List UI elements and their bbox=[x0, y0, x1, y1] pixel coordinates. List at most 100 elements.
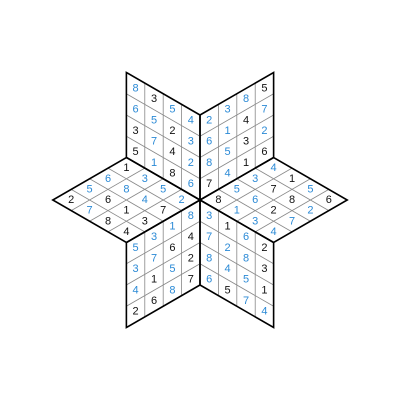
sudoku-cell-r5-3-3[interactable]: 6 bbox=[105, 194, 111, 206]
sudoku-cell-r5-3-1[interactable]: 3 bbox=[142, 215, 148, 227]
sudoku-cell-r3-3-2[interactable]: 8 bbox=[243, 252, 249, 264]
sudoku-cell-r1-2-4[interactable]: 2 bbox=[261, 125, 267, 137]
sudoku-cell-r2-4-4[interactable]: 6 bbox=[326, 194, 332, 206]
sudoku-cell-r4-4-3[interactable]: 6 bbox=[151, 295, 157, 307]
sudoku-cell-r1-1-3[interactable]: 1 bbox=[243, 157, 249, 169]
sudoku-cell-r2-1-2[interactable]: 1 bbox=[234, 205, 240, 217]
sudoku-cell-r3-1-3[interactable]: 8 bbox=[206, 252, 212, 264]
sudoku-cell-r2-1-4[interactable]: 4 bbox=[271, 226, 277, 238]
sudoku-cell-r4-3-1[interactable]: 2 bbox=[188, 252, 194, 264]
sudoku-cell-r6-1-3[interactable]: 3 bbox=[188, 136, 194, 148]
sudoku-cell-r1-2-2[interactable]: 5 bbox=[225, 146, 231, 158]
sudoku-cell-r2-2-4[interactable]: 7 bbox=[289, 215, 295, 227]
sudoku-cell-r6-3-3[interactable]: 5 bbox=[151, 114, 157, 126]
sudoku-cell-r1-4-2[interactable]: 3 bbox=[225, 104, 231, 116]
sudoku-cell-r6-1-2[interactable]: 2 bbox=[188, 157, 194, 169]
sudoku-cell-r6-3-1[interactable]: 1 bbox=[151, 157, 157, 169]
sudoku-cell-r2-4-3[interactable]: 5 bbox=[307, 183, 313, 195]
sudoku-cell-r1-2-1[interactable]: 8 bbox=[206, 157, 212, 169]
sudoku-cell-r3-2-2[interactable]: 2 bbox=[225, 242, 231, 254]
sudoku-cell-r4-1-4[interactable]: 5 bbox=[133, 242, 139, 254]
sudoku-cell-r6-1-4[interactable]: 4 bbox=[188, 114, 194, 126]
sudoku-cell-r5-4-3[interactable]: 7 bbox=[87, 205, 93, 217]
sudoku-cell-r1-3-3[interactable]: 4 bbox=[243, 114, 249, 126]
sudoku-cell-r6-4-3[interactable]: 6 bbox=[133, 104, 139, 116]
sudoku-cell-r2-3-1[interactable]: 3 bbox=[252, 173, 258, 185]
sudoku-cell-r3-2-3[interactable]: 4 bbox=[225, 263, 231, 275]
sudoku-cell-r5-1-3[interactable]: 3 bbox=[142, 173, 148, 185]
sudoku-cell-r1-4-4[interactable]: 5 bbox=[261, 82, 267, 94]
sudoku-cell-r5-1-4[interactable]: 1 bbox=[123, 162, 129, 174]
sudoku-cell-r4-2-2[interactable]: 6 bbox=[169, 242, 175, 254]
sudoku-cell-r5-4-2[interactable]: 8 bbox=[105, 215, 111, 227]
sudoku-cell-r6-2-3[interactable]: 2 bbox=[169, 125, 175, 137]
sudoku-cell-r2-3-2[interactable]: 7 bbox=[271, 183, 277, 195]
sudoku-cell-r1-4-1[interactable]: 2 bbox=[206, 114, 212, 126]
sudoku-cell-r5-2-4[interactable]: 6 bbox=[105, 173, 111, 185]
sudoku-cell-r4-4-1[interactable]: 7 bbox=[188, 274, 194, 286]
sudoku-cell-r2-4-2[interactable]: 1 bbox=[289, 173, 295, 185]
sudoku-cell-r4-2-3[interactable]: 7 bbox=[151, 252, 157, 264]
sudoku-cell-r6-4-4[interactable]: 8 bbox=[133, 82, 139, 94]
sudoku-cell-r3-4-2[interactable]: 3 bbox=[261, 263, 267, 275]
sudoku-cell-r4-1-3[interactable]: 3 bbox=[151, 231, 157, 243]
sudoku-cell-r2-1-1[interactable]: 8 bbox=[215, 194, 221, 206]
sudoku-cell-r6-1-1[interactable]: 6 bbox=[188, 178, 194, 190]
sudoku-cell-r3-4-3[interactable]: 1 bbox=[261, 284, 267, 296]
sudoku-cell-r4-1-2[interactable]: 1 bbox=[169, 221, 175, 233]
sudoku-cell-r4-4-2[interactable]: 8 bbox=[169, 284, 175, 296]
sudoku-cell-r2-2-2[interactable]: 6 bbox=[252, 194, 258, 206]
sudoku-cell-r3-4-4[interactable]: 4 bbox=[261, 306, 267, 318]
sudoku-cell-r5-2-3[interactable]: 8 bbox=[123, 183, 129, 195]
sudoku-cell-r6-3-4[interactable]: 3 bbox=[151, 93, 157, 105]
sudoku-cell-r3-4-1[interactable]: 2 bbox=[261, 242, 267, 254]
sudoku-cell-r3-3-1[interactable]: 6 bbox=[243, 231, 249, 243]
sudoku-cell-r5-2-1[interactable]: 7 bbox=[160, 205, 166, 217]
sudoku-cell-r4-2-1[interactable]: 4 bbox=[188, 231, 194, 243]
sudoku-cell-r4-3-4[interactable]: 4 bbox=[133, 284, 139, 296]
sudoku-cell-r1-1-2[interactable]: 4 bbox=[225, 167, 231, 179]
sudoku-cell-r5-1-1[interactable]: 2 bbox=[179, 194, 185, 206]
sudoku-cell-r1-1-1[interactable]: 7 bbox=[206, 178, 212, 190]
sudoku-cell-r5-1-2[interactable]: 5 bbox=[160, 183, 166, 195]
sudoku-cell-r2-2-1[interactable]: 5 bbox=[234, 183, 240, 195]
sudoku-cell-r1-3-2[interactable]: 1 bbox=[225, 125, 231, 137]
sudoku-cell-r4-3-2[interactable]: 5 bbox=[169, 263, 175, 275]
sudoku-cell-r3-2-4[interactable]: 5 bbox=[225, 284, 231, 296]
sudoku-cell-r1-3-1[interactable]: 6 bbox=[206, 136, 212, 148]
sudoku-cell-r5-4-1[interactable]: 4 bbox=[123, 226, 129, 238]
grid-line bbox=[236, 178, 311, 222]
sudoku-cell-r4-2-4[interactable]: 3 bbox=[133, 263, 139, 275]
sudoku-cell-r3-1-1[interactable]: 3 bbox=[206, 210, 212, 222]
sudoku-cell-r1-4-3[interactable]: 8 bbox=[243, 93, 249, 105]
sudoku-cell-r2-3-4[interactable]: 2 bbox=[307, 205, 313, 217]
sudoku-cell-r6-2-4[interactable]: 5 bbox=[169, 104, 175, 116]
sudoku-cell-r4-4-4[interactable]: 2 bbox=[133, 306, 139, 318]
sudoku-cell-r2-1-3[interactable]: 3 bbox=[252, 215, 258, 227]
sudoku-cell-r6-3-2[interactable]: 7 bbox=[151, 136, 157, 148]
sudoku-cell-r2-2-3[interactable]: 2 bbox=[271, 205, 277, 217]
sudoku-cell-r3-1-4[interactable]: 6 bbox=[206, 274, 212, 286]
sudoku-cell-r6-4-1[interactable]: 5 bbox=[133, 146, 139, 158]
sudoku-cell-r5-4-4[interactable]: 2 bbox=[68, 194, 74, 206]
sudoku-cell-r6-4-2[interactable]: 3 bbox=[133, 125, 139, 137]
sudoku-cell-r2-4-1[interactable]: 4 bbox=[271, 162, 277, 174]
sudoku-cell-r5-3-2[interactable]: 1 bbox=[123, 205, 129, 217]
sudoku-cell-r3-3-4[interactable]: 7 bbox=[243, 295, 249, 307]
sudoku-cell-r1-1-4[interactable]: 6 bbox=[261, 146, 267, 158]
sudoku-cell-r6-2-1[interactable]: 8 bbox=[169, 167, 175, 179]
sudoku-cell-r6-2-2[interactable]: 4 bbox=[169, 146, 175, 158]
sudoku-cell-r3-1-2[interactable]: 7 bbox=[206, 231, 212, 243]
sudoku-cell-r3-2-1[interactable]: 1 bbox=[225, 221, 231, 233]
sudoku-cell-r3-3-3[interactable]: 5 bbox=[243, 274, 249, 286]
sudoku-cell-r1-3-4[interactable]: 7 bbox=[261, 104, 267, 116]
sudoku-cell-r5-3-4[interactable]: 5 bbox=[87, 183, 93, 195]
sudoku-cell-r4-3-3[interactable]: 1 bbox=[151, 274, 157, 286]
sudoku-cell-r5-2-2[interactable]: 4 bbox=[142, 194, 148, 206]
sudoku-cell-r1-2-3[interactable]: 3 bbox=[243, 136, 249, 148]
sudoku-cell-r4-1-1[interactable]: 8 bbox=[188, 210, 194, 222]
grid-line bbox=[199, 242, 274, 286]
sudoku-cell-r2-3-3[interactable]: 8 bbox=[289, 194, 295, 206]
